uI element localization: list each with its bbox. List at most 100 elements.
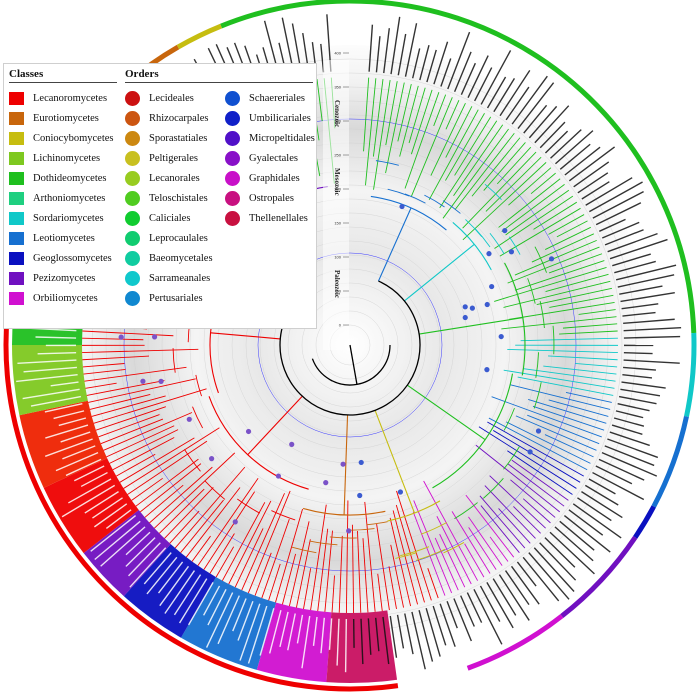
tip-branch bbox=[475, 444, 561, 513]
tip-label-mark bbox=[128, 542, 161, 577]
root-arc bbox=[311, 344, 391, 386]
order-swatch bbox=[125, 250, 140, 266]
tip-label-mark bbox=[58, 417, 87, 427]
tip-label-mark bbox=[411, 48, 421, 79]
tip-label-mark bbox=[93, 503, 128, 528]
tip-label-mark bbox=[90, 515, 137, 552]
tip-branch bbox=[209, 533, 235, 574]
tip-label-mark bbox=[44, 403, 83, 413]
tip-branch bbox=[159, 488, 205, 534]
tip-branch bbox=[411, 97, 453, 197]
tip-branch bbox=[164, 487, 214, 539]
tip-branch bbox=[508, 167, 552, 206]
legend-order-item: Lecideales bbox=[125, 88, 213, 108]
subclade-arc bbox=[535, 352, 540, 378]
order-label: Leprocaulales bbox=[149, 232, 208, 244]
tip-branch bbox=[445, 112, 485, 181]
tip-label-mark bbox=[287, 613, 296, 651]
tip-branch bbox=[487, 421, 584, 477]
node-marker bbox=[323, 480, 329, 486]
tip-branch bbox=[544, 434, 594, 458]
tip-branch bbox=[513, 506, 541, 534]
tip-branch bbox=[445, 99, 460, 130]
tip-label-mark bbox=[344, 618, 348, 673]
tip-label-mark bbox=[617, 403, 650, 412]
tip-label-mark bbox=[498, 574, 530, 621]
tip-label-mark bbox=[607, 232, 658, 253]
subclade-arc bbox=[192, 406, 204, 429]
tip-branch bbox=[83, 369, 126, 375]
tip-label-mark bbox=[595, 465, 633, 485]
tip-branch bbox=[483, 142, 526, 191]
legend-class-item: Lichinomycetes bbox=[9, 148, 113, 168]
tip-branch bbox=[91, 395, 166, 417]
legend-order-item: Rhizocarpales bbox=[125, 108, 213, 128]
tip-label-mark bbox=[440, 58, 452, 87]
order-label: Teloschistales bbox=[149, 192, 208, 204]
legend-classes-title: Classes bbox=[9, 68, 44, 80]
subclade-arc bbox=[533, 382, 542, 409]
tip-branch bbox=[93, 388, 207, 424]
tip-label-mark bbox=[612, 253, 651, 267]
tip-label-mark bbox=[237, 600, 254, 641]
tip-label-mark bbox=[433, 41, 449, 85]
legend-order-item: Lecanorales bbox=[125, 168, 213, 188]
tip-branch bbox=[131, 477, 163, 501]
node-marker bbox=[140, 378, 146, 384]
class-label: Lecanoromycetes bbox=[33, 92, 108, 104]
legend-class-item: Lecanoromycetes bbox=[9, 88, 113, 108]
tip-branch bbox=[95, 406, 166, 431]
tip-label-mark bbox=[620, 292, 675, 303]
tip-branch bbox=[364, 501, 376, 612]
tip-branch bbox=[423, 480, 479, 581]
tip-label-mark bbox=[533, 547, 575, 592]
tip-branch bbox=[399, 85, 419, 157]
class-label: Eurotiomycetes bbox=[33, 112, 99, 124]
tip-label-mark bbox=[100, 526, 146, 567]
clade-stem bbox=[377, 207, 412, 282]
time-circle bbox=[245, 240, 455, 450]
legend-class-item: Dothideomycetes bbox=[9, 168, 113, 188]
tip-branch bbox=[507, 450, 573, 495]
tip-label-mark bbox=[595, 202, 642, 226]
order-swatch bbox=[125, 150, 140, 166]
node-marker bbox=[397, 489, 404, 495]
tip-branch bbox=[464, 543, 485, 578]
tip-branch bbox=[445, 106, 473, 158]
subclade-arc bbox=[366, 521, 388, 526]
tip-label-mark bbox=[65, 458, 102, 477]
subclade-arc bbox=[443, 542, 465, 554]
tip-branch bbox=[499, 207, 581, 257]
order-label: Rhizocarpales bbox=[149, 112, 209, 124]
tip-label-mark bbox=[550, 129, 582, 159]
legend-order-item: Baeomycetales bbox=[125, 248, 213, 268]
clade-stem bbox=[407, 384, 486, 441]
node-marker bbox=[289, 441, 295, 447]
tip-branch bbox=[85, 382, 117, 389]
tip-branch bbox=[119, 437, 195, 483]
class-swatch bbox=[9, 91, 24, 105]
tip-branch bbox=[331, 575, 335, 613]
order-swatch bbox=[125, 190, 140, 206]
tip-label-mark bbox=[460, 595, 475, 627]
subclade-arc bbox=[271, 510, 296, 521]
time-circle bbox=[217, 212, 483, 478]
tip-label-mark bbox=[173, 574, 202, 616]
tip-label-mark bbox=[621, 303, 659, 310]
tip-label-mark bbox=[187, 582, 214, 626]
class-ring-segment bbox=[633, 505, 656, 539]
legend-class-item: Geoglossomycetes bbox=[9, 248, 113, 268]
tip-label-mark bbox=[125, 537, 156, 567]
class-swatch bbox=[9, 191, 24, 205]
tip-label-mark bbox=[404, 613, 414, 655]
tip-label-mark bbox=[397, 33, 407, 76]
tip-label-mark bbox=[426, 49, 437, 83]
tip-label-mark bbox=[585, 177, 633, 206]
subclade-arc bbox=[420, 522, 447, 535]
tip-label-mark bbox=[609, 238, 668, 260]
time-tick-label: 250 bbox=[334, 153, 341, 158]
legend-order-item: Pertusariales bbox=[125, 288, 213, 308]
tip-branch bbox=[303, 568, 312, 610]
tip-branch bbox=[127, 440, 208, 495]
tip-branch bbox=[180, 499, 224, 553]
